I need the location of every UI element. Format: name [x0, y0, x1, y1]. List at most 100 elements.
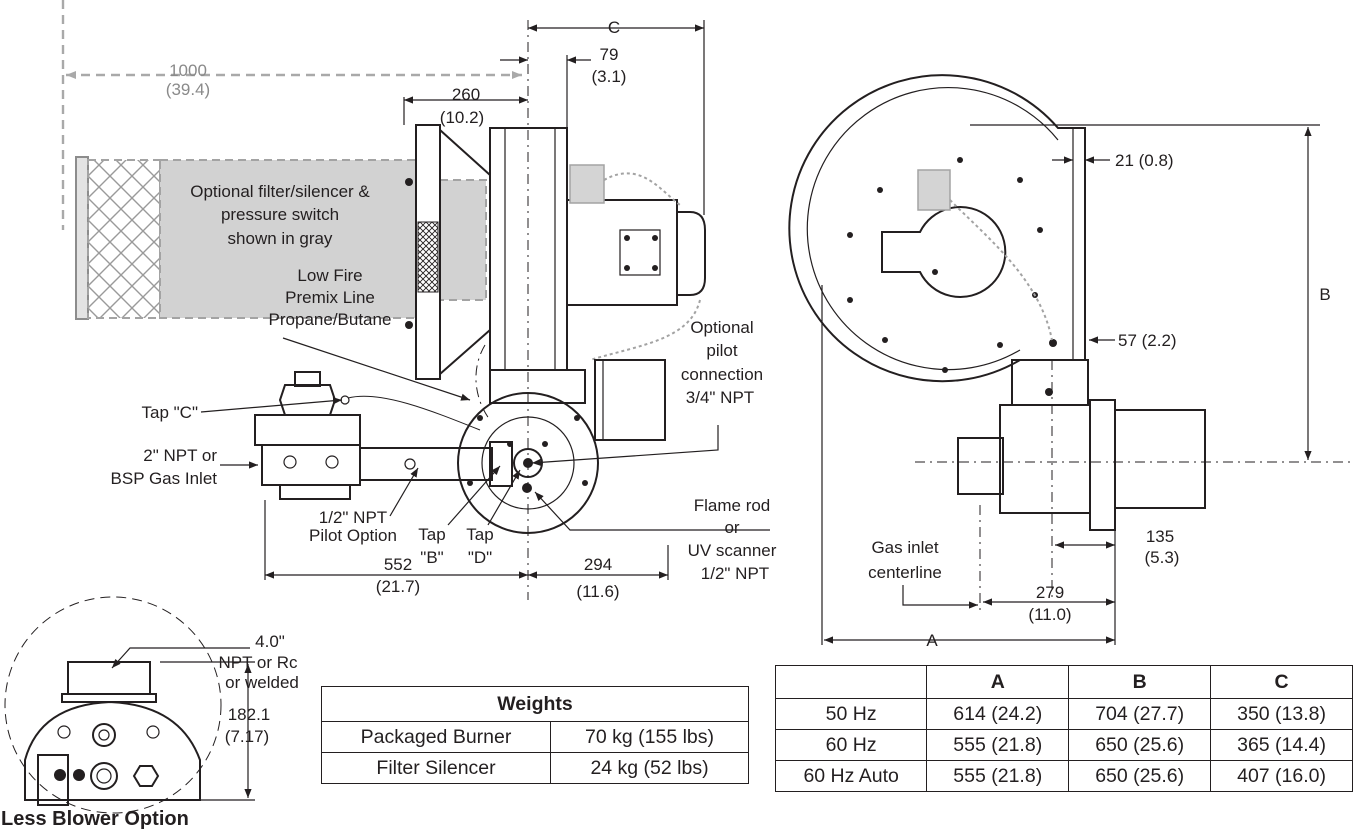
dim-260-label: 260 [452, 85, 480, 104]
pilot-conn-leader [531, 425, 719, 466]
dimensions-table: A B C 50 Hz 614 (24.2) 704 (27.7) 350 (1… [774, 665, 1353, 792]
gas-inlet-line2: BSP Gas Inlet [111, 469, 218, 488]
weights-item: Packaged Burner [320, 721, 552, 753]
dim-279-label: 279 [1036, 583, 1064, 602]
tap-b-leader [447, 465, 501, 526]
gas-inlet-connection [957, 437, 1004, 495]
control-box [594, 359, 666, 441]
dims-row-label: 60 Hz [774, 729, 928, 761]
dim-552-label: 552 [384, 555, 412, 574]
dims-header-b: B [1068, 665, 1212, 699]
pilot-conn-line2: pilot [706, 341, 737, 360]
dim-294-inch-label: (11.6) [576, 582, 619, 601]
front-body-collar [1011, 359, 1089, 406]
tap-d-line1: Tap [466, 525, 493, 544]
tap-c-label: Tap "C" [142, 403, 198, 422]
front-view: 21 (0.8) B 57 (2.2) 135 (5.3) Gas inlet … [788, 74, 1350, 650]
dim-182-inch-label: (7.17) [225, 727, 269, 746]
dim-182-label: 182.1 [228, 705, 271, 724]
dims-cell-b: 650 (25.6) [1068, 729, 1212, 761]
burner-face [457, 392, 599, 534]
gas-pipe [359, 447, 493, 481]
dim-260-inch-label: (10.2) [440, 108, 484, 127]
npt-pipe-stub [67, 661, 151, 695]
detail-boundary [4, 596, 222, 814]
filter-note-line3: shown in gray [228, 229, 333, 248]
gas-centerline-line1: Gas inlet [871, 538, 938, 557]
dims-cell-c: 350 (13.8) [1210, 698, 1353, 730]
filter-mesh [87, 159, 161, 319]
low-fire-line1: Low Fire [297, 266, 362, 285]
weights-item: Filter Silencer [320, 752, 552, 784]
dim-294-label: 294 [584, 555, 612, 574]
dim-279-inch-label: (11.0) [1028, 605, 1071, 624]
low-fire-line2: Premix Line [285, 288, 375, 307]
tap-b-line2: "B" [420, 548, 443, 567]
pilot-option-line1: 1/2" NPT [319, 508, 387, 527]
low-fire-leader [282, 337, 471, 401]
npt-note-line3: or welded [225, 673, 299, 692]
npt-note-line1: 4.0" [255, 632, 285, 651]
dims-row-label: 50 Hz [774, 698, 928, 730]
dims-cell-a: 555 (21.8) [926, 760, 1070, 792]
dim-79-inch-label: (3.1) [592, 67, 627, 86]
flame-rod-line4: 1/2" NPT [701, 564, 769, 583]
burner-body-collar [489, 369, 586, 404]
detail-body [24, 700, 201, 801]
dim-552-inch-label: (21.7) [376, 577, 420, 596]
dims-header-blank [774, 665, 928, 699]
filter-note-line2: pressure switch [221, 205, 339, 224]
dim-135-label: 135 [1146, 527, 1174, 546]
dims-row-label: 60 Hz Auto [774, 760, 928, 792]
motor-end-cap [676, 211, 706, 296]
low-fire-line3: Propane/Butane [269, 310, 392, 329]
dims-cell-c: 407 (16.0) [1210, 760, 1353, 792]
dims-cell-b: 704 (27.7) [1068, 698, 1212, 730]
weights-value: 70 kg (155 lbs) [550, 721, 749, 753]
npt-note-line2: NPT or Rc [218, 653, 298, 672]
less-blower-caption: Less Blower Option [1, 808, 189, 830]
filter-end-cap [75, 156, 89, 320]
tap-b-line1: Tap [418, 525, 445, 544]
inlet-flange [415, 124, 441, 380]
dims-cell-b: 650 (25.6) [1068, 760, 1212, 792]
table-row: 50 Hz 614 (24.2) 704 (27.7) 350 (13.8) [774, 698, 1353, 730]
burner-tube [1114, 409, 1206, 509]
flame-rod-leader [534, 491, 770, 531]
gas-regulator [254, 371, 361, 500]
filter-silencer-body [159, 159, 417, 319]
table-row: 60 Hz Auto 555 (21.8) 650 (25.6) 407 (16… [774, 760, 1353, 792]
dims-header-c: C [1210, 665, 1353, 699]
dim-1000-inch-label: (39.4) [166, 80, 210, 99]
table-row: Packaged Burner 70 kg (155 lbs) [320, 721, 749, 753]
dim-b-label: B [1319, 285, 1330, 304]
pilot-conn-line1: Optional [690, 318, 753, 337]
blower-scroll [788, 74, 1086, 383]
dim-a-label: A [926, 631, 938, 650]
weights-table: Weights Packaged Burner 70 kg (155 lbs) … [320, 686, 749, 784]
gas-inlet-line1: 2" NPT or [143, 446, 217, 465]
dim-21-label: 21 (0.8) [1115, 151, 1174, 170]
inlet-cone [439, 129, 491, 375]
gas-centerline-line2: centerline [868, 563, 942, 582]
blower-inlet [881, 206, 1007, 298]
pressure-switch [569, 164, 605, 204]
tap-d-line2: "D" [468, 548, 492, 567]
side-view: 1000 (39.4) C 79 (3.1) 260 (10.2) Option… [61, 0, 777, 601]
weights-title: Weights [321, 686, 749, 722]
dim-79-label: 79 [600, 45, 619, 64]
dims-cell-c: 365 (14.4) [1210, 729, 1353, 761]
pilot-conn-line3: connection [681, 365, 763, 384]
dims-cell-a: 614 (24.2) [926, 698, 1070, 730]
mounting-flange [1089, 399, 1116, 531]
dim-1000-label: 1000 [169, 61, 207, 80]
tap-c-leader [200, 397, 343, 413]
front-body [999, 404, 1091, 514]
filter-connection [439, 179, 487, 301]
table-row: 60 Hz 555 (21.8) 650 (25.6) 365 (14.4) [774, 729, 1353, 761]
table-row: Filter Silencer 24 kg (52 lbs) [320, 752, 749, 784]
flame-rod-line3: UV scanner [688, 541, 777, 560]
dims-cell-a: 555 (21.8) [926, 729, 1070, 761]
dims-header-a: A [926, 665, 1070, 699]
flame-rod-line1: Flame rod [694, 496, 771, 515]
